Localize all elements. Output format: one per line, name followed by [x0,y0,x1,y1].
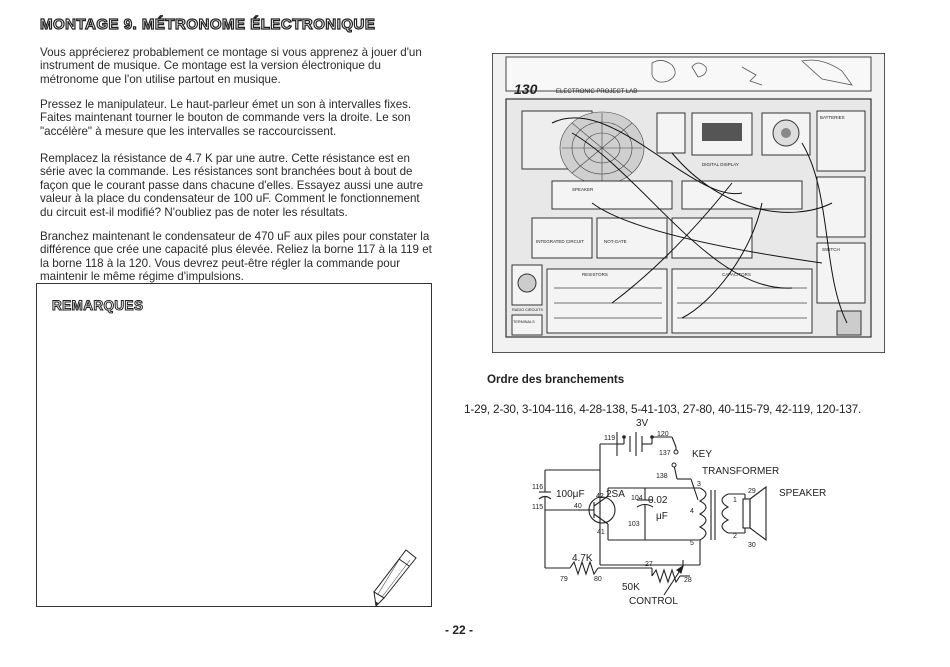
batteries-label: BATTERIES [820,115,845,120]
resistors-label: RESISTORS [582,272,608,277]
speaker-label: SPEAKER [779,488,826,499]
terminal-120: 120 [657,431,669,438]
remarks-title: REMARQUES [51,298,144,314]
kit-photo: 130 ELECTRONIC PROJECT LAB DIGITAL DISPL… [492,53,885,353]
terminal-3: 3 [697,481,701,488]
page-number: - 22 - [445,623,474,637]
capacitor-paragraph: Branchez maintenant le condensateur de 4… [40,230,432,284]
terminal-80: 80 [594,576,602,583]
terminal-1: 1 [733,497,737,504]
pot-label: 50K [622,582,640,593]
terminals-label: TERMINALS [513,320,535,324]
connections-sequence: 1-29, 2-30, 3-104-116, 4-28-138, 5-41-10… [464,402,862,416]
cap-100-label: 100μF [556,489,585,500]
terminal-42: 42 [596,493,604,500]
speaker-panel-label: SPEAKER [572,187,594,192]
brand-label: ELECTRONIC PROJECT LAB [556,89,637,95]
remarks-box: REMARQUES [36,283,432,607]
terminal-103: 103 [628,521,640,528]
terminal-137: 137 [659,450,671,457]
instructions-paragraph: Pressez le manipulateur. Le haut-parleur… [40,98,412,138]
resistor-label: 4.7K [572,553,593,564]
terminal-2: 2 [733,533,737,540]
terminal-5: 5 [690,540,694,547]
terminal-119: 119 [604,435,615,442]
page-title: MONTAGE 9. MÉTRONOME ÉLECTRONIQUE [39,15,376,33]
terminal-30: 30 [748,542,756,549]
ic-label: INTEGRATED CIRCUIT [536,239,584,244]
intro-paragraph: Vous apprécierez probablement ce montage… [40,46,422,86]
brand-number: 130 [514,81,538,97]
circuit-schematic: 3V 119 120 137 138 KEY TRANSFORMER 3 4 5… [532,418,826,607]
terminal-79: 79 [560,576,568,583]
resistor-paragraph: Remplacez la résistance de 4.7 K par une… [40,152,424,219]
voltage-label: 3V [636,418,649,429]
radio-circuits-label: RADIO CIRCUITS [512,308,543,312]
transistor-label: 2SA [606,489,625,500]
control-label: CONTROL [629,596,678,607]
transformer-label: TRANSFORMER [702,466,779,477]
pencil-icon [373,549,417,608]
not-gate-label: NOT-GATE [604,239,627,244]
key-label: KEY [692,449,712,460]
terminal-40: 40 [574,503,582,510]
cap-002-unit: μF [656,511,668,522]
digital-display-label: DIGITAL DISPLAY [702,162,739,167]
connections-title: Ordre des branchements [487,373,625,386]
terminal-116: 116 [532,484,543,491]
terminal-41: 41 [597,529,605,536]
cap-002-value: 0.02 [648,495,668,506]
terminal-115: 115 [532,504,543,511]
terminal-28: 28 [684,577,692,584]
terminal-138: 138 [656,473,668,480]
terminal-104: 104 [631,495,643,502]
terminal-27: 27 [645,561,653,568]
capacitors-label: CAPACITORS [722,272,751,277]
switch-label: SWITCH [822,247,840,252]
terminal-4: 4 [690,508,694,515]
terminal-29: 29 [748,488,756,495]
